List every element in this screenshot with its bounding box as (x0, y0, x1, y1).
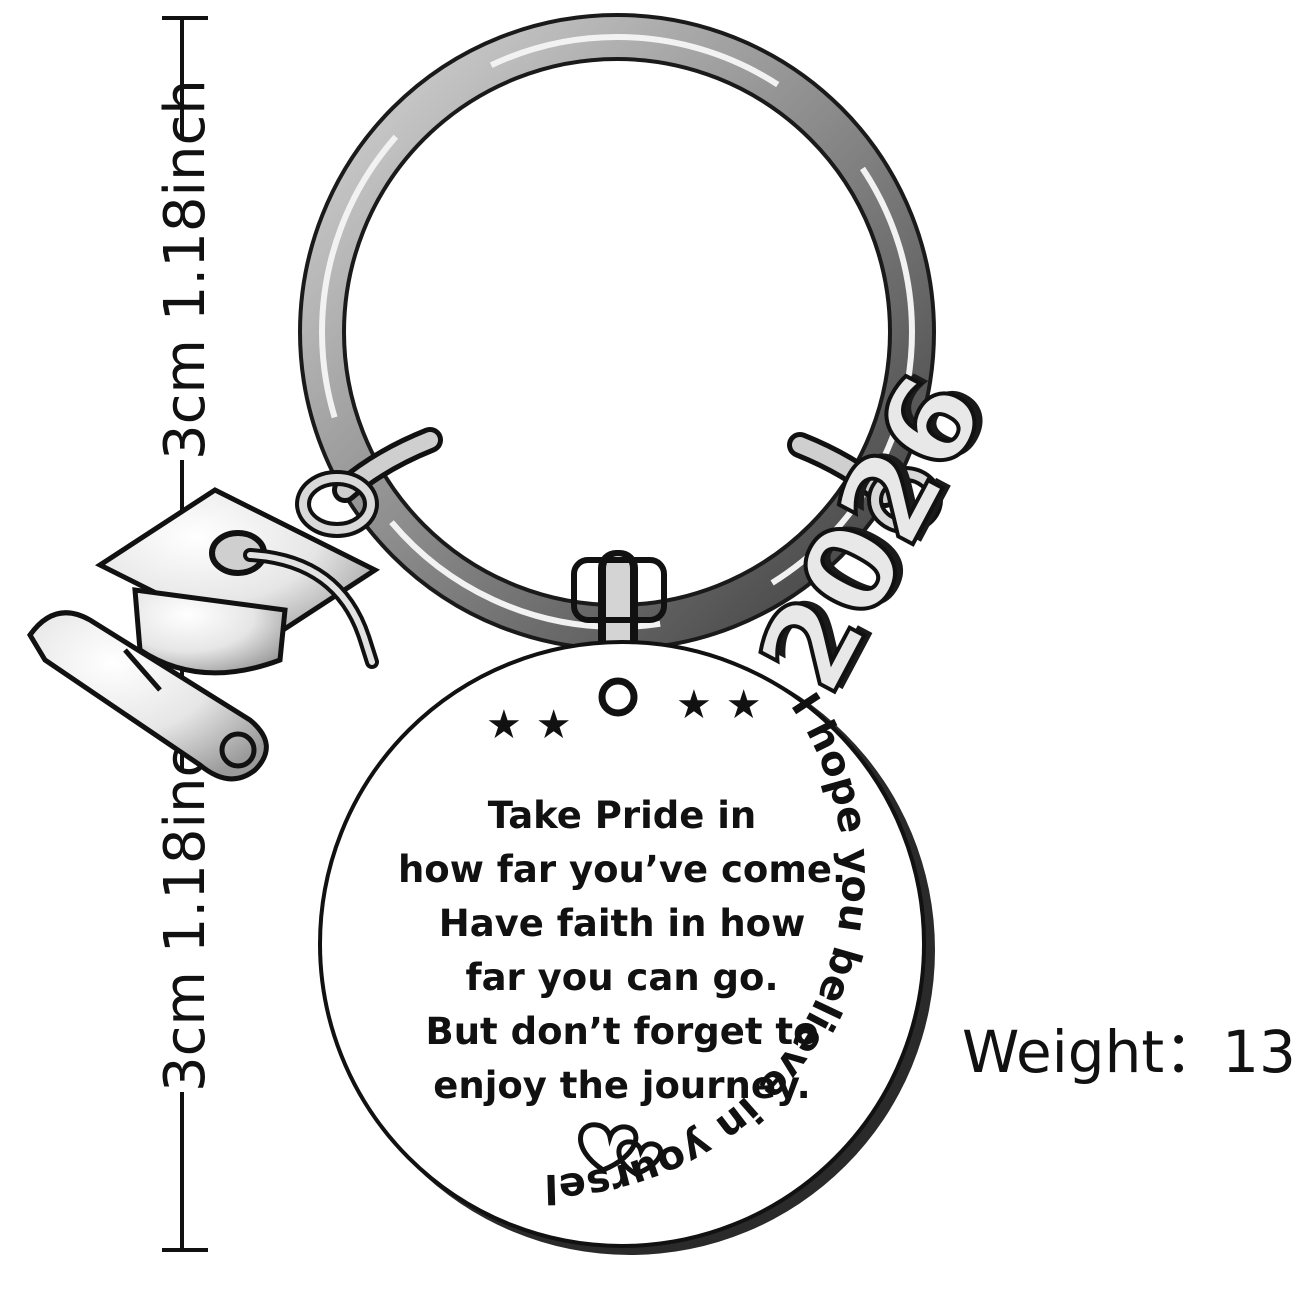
jump-ring-right (787, 432, 943, 534)
diploma-scroll-icon (27, 610, 269, 782)
graduation-cap-icon (94, 487, 381, 676)
weight-label: Weight：13g (962, 1018, 1299, 1086)
quote-line-1: Take Pride in (488, 794, 757, 837)
dimension-label-lower: 3cm 1.18inch (153, 711, 218, 1092)
quote-line-3: Have faith in how (439, 902, 806, 945)
tag-stars-right: ★ ★ (676, 682, 762, 728)
quote-line-4: far you can go. (465, 956, 778, 999)
quote-line-6: enjoy the journey. (433, 1064, 810, 1107)
jump-ring-left (295, 427, 443, 538)
quote-line-2: how far you’ve come. (398, 848, 846, 891)
year-charm-text: 2026 (733, 353, 1013, 713)
quote-line-5: But don’t forget to (426, 1010, 819, 1053)
tag-hole (598, 677, 638, 717)
year-charm: 2026 2026 (731, 351, 1021, 716)
dimension-label-upper: 3cm 1.18inch (153, 79, 218, 460)
tag-stars-left: ★ ★ (486, 702, 572, 748)
tag-quote: Take Pride in how far you’ve come. Have … (398, 794, 846, 1107)
double-heart-icon (578, 1122, 664, 1177)
